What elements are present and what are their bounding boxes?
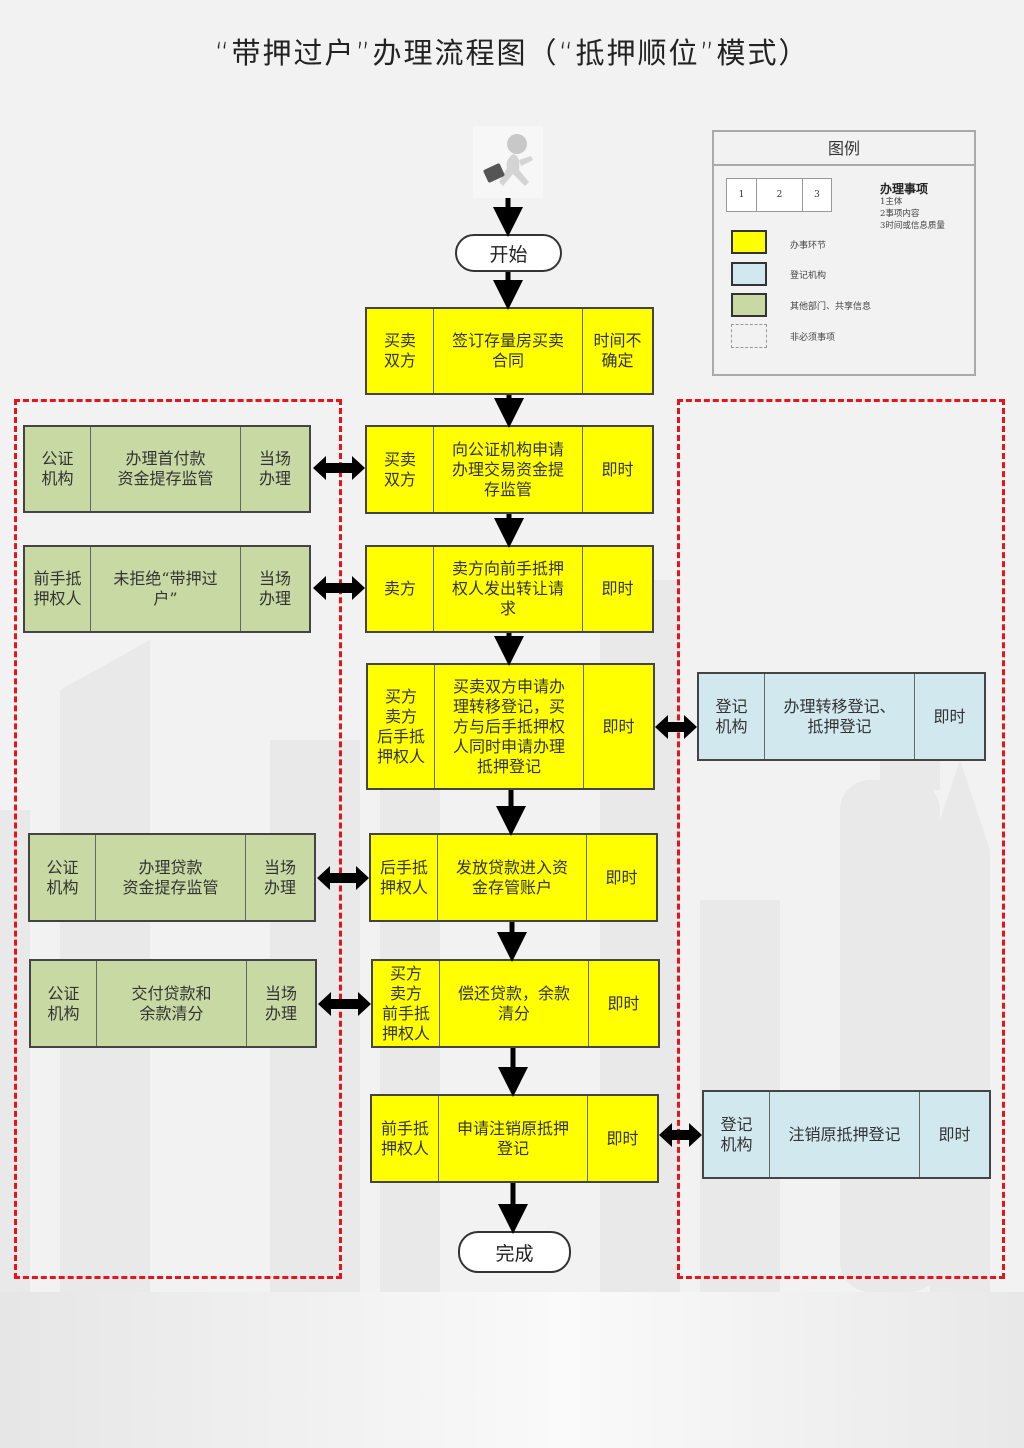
- step-time: 时间不 确定: [593, 331, 642, 370]
- main-step-7: 前手抵 押权人 申请注销原抵押 登记 即时: [370, 1094, 659, 1183]
- left-item-3: 公证 机构 办理贷款 资金提存监管 当场 办理: [28, 833, 316, 922]
- item-subject: 登记 机构: [704, 1092, 770, 1177]
- legend-swatch-green: [731, 293, 767, 317]
- item-subject: 前手抵 押权人: [25, 547, 91, 631]
- left-item-2: 前手抵 押权人 未拒绝“带押过 户” 当场 办理: [23, 545, 311, 633]
- end-terminal: 完成: [458, 1231, 571, 1273]
- double-arrow: [313, 456, 365, 480]
- main-step-4: 买方 卖方 后手抵 押权人 买卖双方申请办 理转移登记，买 方与后手抵押权 人同…: [366, 663, 655, 790]
- right-item-1: 登记 机构 办理转移登记、 抵押登记 即时: [697, 672, 986, 761]
- legend-label: 登记机构: [790, 271, 827, 281]
- legend-swatch-blue: [731, 262, 767, 286]
- legend-label: 其他部门、共享信息: [790, 302, 872, 312]
- legend-sub-item: 1主体: [880, 197, 903, 207]
- main-step-3: 卖方 卖方向前手抵押 权人发出转让请 求 即时: [365, 545, 654, 633]
- item-time: 即时: [938, 1124, 971, 1144]
- background-floor: [0, 1292, 1024, 1448]
- left-item-4: 公证 机构 交付贷款和 余款清分 当场 办理: [29, 959, 317, 1048]
- item-subject: 公证 机构: [31, 961, 97, 1046]
- running-businessman-icon: [473, 126, 543, 198]
- double-arrow: [655, 715, 697, 739]
- step-subject: 买卖 双方: [367, 309, 434, 393]
- legend-swatch-dashed: [731, 324, 767, 348]
- item-content: 办理首付款 资金提存监管: [91, 427, 241, 511]
- legend-cell: 1: [727, 179, 757, 211]
- step-content: 向公证机构申请 办理交易资金提 存监管: [434, 427, 583, 512]
- step-time: 即时: [601, 459, 634, 479]
- page-title: “带押过户”办理流程图（“抵押顺位”模式）: [214, 36, 810, 70]
- step-subject: 买方 卖方 前手抵 押权人: [373, 961, 440, 1046]
- legend-sub-item: 2事项内容: [880, 209, 920, 219]
- step-time: 即时: [606, 1128, 639, 1148]
- step-content: 签订存量房买卖 合同: [434, 309, 583, 393]
- legend-heading: 办理事项: [880, 182, 929, 196]
- step-content: 发放贷款进入资 金存管账户: [438, 835, 587, 920]
- legend-cell: 2: [757, 179, 803, 211]
- legend-label: 办事环节: [790, 241, 827, 251]
- right-item-2: 登记 机构 注销原抵押登记 即时: [702, 1090, 991, 1179]
- double-arrow: [313, 576, 365, 600]
- item-content: 未拒绝“带押过 户”: [91, 547, 241, 631]
- item-time: 当场 办理: [264, 983, 297, 1023]
- main-step-1: 买卖 双方 签订存量房买卖 合同 时间不 确定: [365, 307, 654, 395]
- step-time: 即时: [601, 579, 634, 598]
- item-time: 即时: [933, 706, 966, 726]
- main-step-5: 后手抵 押权人 发放贷款进入资 金存管账户 即时: [369, 833, 658, 922]
- legend: 图例 1 2 3 办理事项 1主体 2事项内容 3时间或信息质量 办事环节 登记…: [712, 130, 976, 376]
- step-content: 申请注销原抵押 登记: [439, 1096, 588, 1181]
- item-time: 当场 办理: [258, 449, 291, 488]
- step-content: 偿还贷款，余款 清分: [440, 961, 589, 1046]
- item-time: 当场 办理: [258, 569, 291, 608]
- double-arrow: [317, 866, 369, 890]
- left-dashed-region: [14, 399, 342, 1279]
- step-subject: 买方 卖方 后手抵 押权人: [368, 665, 435, 788]
- item-content: 注销原抵押登记: [770, 1092, 920, 1177]
- item-subject: 公证 机构: [25, 427, 91, 511]
- step-subject: 买卖 双方: [367, 427, 434, 512]
- step-subject: 后手抵 押权人: [371, 835, 438, 920]
- double-arrow: [318, 992, 371, 1016]
- start-terminal: 开始: [455, 234, 562, 272]
- legend-sub-item: 3时间或信息质量: [880, 221, 945, 231]
- step-time: 即时: [602, 716, 635, 736]
- right-dashed-region: [677, 399, 1005, 1279]
- left-item-1: 公证 机构 办理首付款 资金提存监管 当场 办理: [23, 425, 311, 513]
- double-arrow: [659, 1123, 702, 1147]
- legend-cell: 3: [814, 190, 820, 200]
- item-content: 交付贷款和 余款清分: [97, 961, 247, 1046]
- step-content: 卖方向前手抵押 权人发出转让请 求: [434, 547, 583, 631]
- item-content: 办理转移登记、 抵押登记: [765, 674, 915, 759]
- step-time: 即时: [605, 867, 638, 887]
- item-subject: 登记 机构: [699, 674, 765, 759]
- legend-title: 图例: [714, 132, 974, 166]
- step-subject: 前手抵 押权人: [372, 1096, 439, 1181]
- item-subject: 公证 机构: [30, 835, 96, 920]
- legend-sample-box: 1 2 3: [726, 178, 832, 212]
- item-content: 办理贷款 资金提存监管: [96, 835, 246, 920]
- step-content: 买卖双方申请办 理转移登记，买 方与后手抵押权 人同时申请办理 抵押登记: [435, 665, 584, 788]
- legend-swatch-yellow: [731, 230, 767, 254]
- legend-label: 非必须事项: [790, 333, 836, 343]
- main-step-6: 买方 卖方 前手抵 押权人 偿还贷款，余款 清分 即时: [371, 959, 660, 1048]
- item-time: 当场 办理: [263, 857, 296, 897]
- step-subject: 卖方: [367, 547, 434, 631]
- step-time: 即时: [607, 993, 640, 1013]
